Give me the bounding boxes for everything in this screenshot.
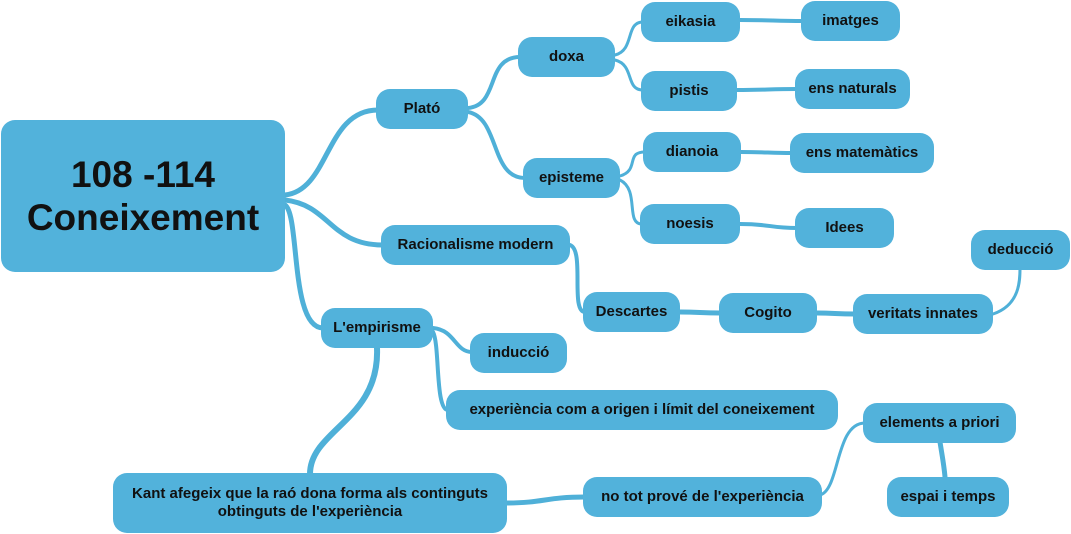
link-plato-episteme: [466, 110, 527, 180]
node-no-tot-prove[interactable]: no tot prové de l'experiència: [583, 477, 822, 517]
link-dianoia-ensmat: [739, 150, 794, 155]
node-empirisme[interactable]: L'empirisme: [321, 308, 433, 348]
link-empirisme-induccio: [431, 326, 474, 354]
link-cogito-veritats: [814, 310, 858, 317]
link-root-empirisme: [282, 202, 326, 331]
link-empirisme-kant: [307, 345, 381, 477]
node-plato[interactable]: Plató: [376, 89, 468, 129]
link-doxa-eikasia: [613, 20, 645, 57]
node-descartes[interactable]: Descartes: [583, 292, 680, 332]
node-eikasia[interactable]: eikasia: [641, 2, 740, 42]
link-eikasia-imatges: [738, 18, 805, 23]
node-imatges[interactable]: imatges: [801, 1, 900, 41]
node-deduccio[interactable]: deducció: [971, 230, 1070, 270]
node-idees[interactable]: Idees: [795, 208, 894, 248]
link-plato-doxa: [466, 55, 522, 110]
link-noesis-idees: [738, 222, 799, 230]
node-doxa[interactable]: doxa: [518, 37, 615, 77]
node-racionalisme[interactable]: Racionalisme modern: [381, 225, 570, 265]
link-empirisme-experiencia: [431, 330, 450, 412]
node-kant[interactable]: Kant afegeix que la raó dona forma als c…: [113, 473, 507, 533]
node-dianoia[interactable]: dianoia: [643, 132, 741, 172]
link-episteme-noesis: [618, 178, 644, 226]
node-elements-a-priori[interactable]: elements a priori: [863, 403, 1016, 443]
node-veritats-innates[interactable]: veritats innates: [853, 294, 993, 334]
node-experiencia[interactable]: experiència com a origen i límit del con…: [446, 390, 838, 430]
link-racionalisme-descartes: [568, 243, 587, 314]
node-induccio[interactable]: inducció: [470, 333, 567, 373]
link-elements-espai: [937, 439, 948, 480]
node-pistis[interactable]: pistis: [641, 71, 737, 111]
root-title-line2: Coneixement: [26, 197, 260, 238]
link-veritats-deduccio: [991, 266, 1022, 316]
link-root-plato: [282, 107, 381, 198]
node-episteme[interactable]: episteme: [523, 158, 620, 198]
node-ens-matematics[interactable]: ens matemàtics: [790, 133, 934, 173]
node-cogito[interactable]: Cogito: [719, 293, 817, 333]
link-pistis-ensnaturals: [735, 87, 799, 92]
node-noesis[interactable]: noesis: [640, 204, 740, 244]
link-episteme-dianoia: [618, 150, 647, 178]
link-root-racionalisme: [282, 197, 386, 248]
link-notot-elements: [818, 421, 867, 497]
root-topic[interactable]: 108 -114 Coneixement: [1, 120, 285, 272]
node-ens-naturals[interactable]: ens naturals: [795, 69, 910, 109]
link-doxa-pistis: [613, 58, 645, 92]
node-espai-i-temps[interactable]: espai i temps: [887, 477, 1009, 517]
link-kant-notot: [502, 494, 588, 506]
root-title-line1: 108 -114: [70, 153, 216, 195]
link-descartes-cogito: [677, 309, 724, 316]
